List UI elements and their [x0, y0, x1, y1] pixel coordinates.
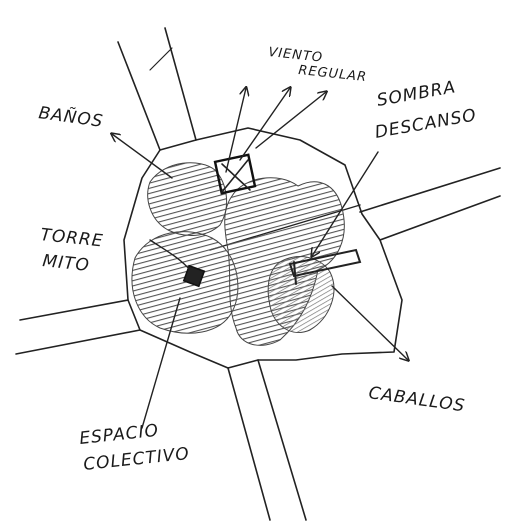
zone-banos [148, 163, 227, 236]
label-torre-1: TORRE [39, 225, 104, 251]
label-viento-2: REGULAR [298, 63, 368, 85]
label-torre-2: MITO [41, 251, 90, 276]
label-viento-1: VIENTO [268, 45, 324, 66]
zone-caballos [268, 257, 334, 333]
zone-espacio-colectivo [132, 232, 238, 334]
banos-block [215, 155, 255, 193]
label-espacio-2: COLECTIVO [82, 444, 190, 475]
label-sombra-1: SOMBRA [375, 77, 457, 111]
label-sombra-2: DESCANSO [373, 105, 478, 143]
label-caballos: CABALLOS [367, 383, 466, 416]
label-banos: BAÑOS [37, 101, 105, 132]
label-espacio-1: ESPACIO [78, 421, 159, 449]
